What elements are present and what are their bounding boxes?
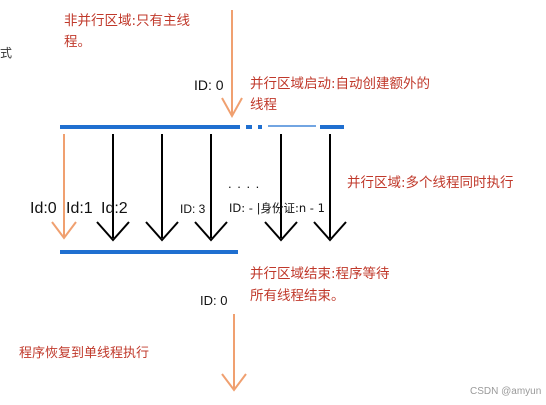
id-thread-3: ID: 3 bbox=[180, 202, 206, 216]
label-resume-single-thread: 程序恢复到单线程执行 bbox=[19, 346, 150, 361]
label-parallel-start-line2: 线程 bbox=[250, 97, 277, 113]
label-parallel-end-line1: 并行区域结束:程序等待 bbox=[250, 266, 390, 282]
id-thread-2: Id:2 bbox=[101, 200, 128, 217]
fork-bar bbox=[60, 125, 344, 129]
id-thread-1: Id:1 bbox=[66, 200, 93, 217]
thread-arrow-4 bbox=[264, 134, 298, 242]
dots-more-threads: . . . . bbox=[228, 176, 261, 191]
label-parallel-region: 并行区域:多个线程同时执行 bbox=[347, 175, 514, 191]
id-main-top: ID: 0 bbox=[194, 77, 224, 93]
thread-arrow-2 bbox=[145, 134, 179, 242]
thread-arrow-1 bbox=[96, 134, 130, 242]
main-thread-arrow-bottom bbox=[221, 314, 247, 392]
main-thread-arrow-top bbox=[221, 10, 243, 119]
label-parallel-end-line2: 所有线程结束。 bbox=[250, 288, 345, 304]
id-main-bottom: ID: 0 bbox=[200, 293, 228, 308]
thread-arrow-0 bbox=[51, 134, 77, 240]
label-parallel-start-line1: 并行区域启动:自动创建额外的 bbox=[250, 76, 431, 92]
label-non-parallel-line2: 程。 bbox=[64, 34, 91, 50]
watermark: CSDN @amyun bbox=[470, 386, 542, 397]
thread-arrow-n bbox=[313, 134, 347, 242]
thread-arrow-3 bbox=[194, 134, 228, 242]
id-thread-0: Id:0 bbox=[30, 200, 57, 217]
id-thread-n: ID: - |身份证:n - 1 bbox=[229, 201, 325, 215]
left-edge-fragment: 式 bbox=[0, 46, 13, 60]
label-non-parallel-line1: 非并行区域:只有主线 bbox=[64, 13, 191, 29]
